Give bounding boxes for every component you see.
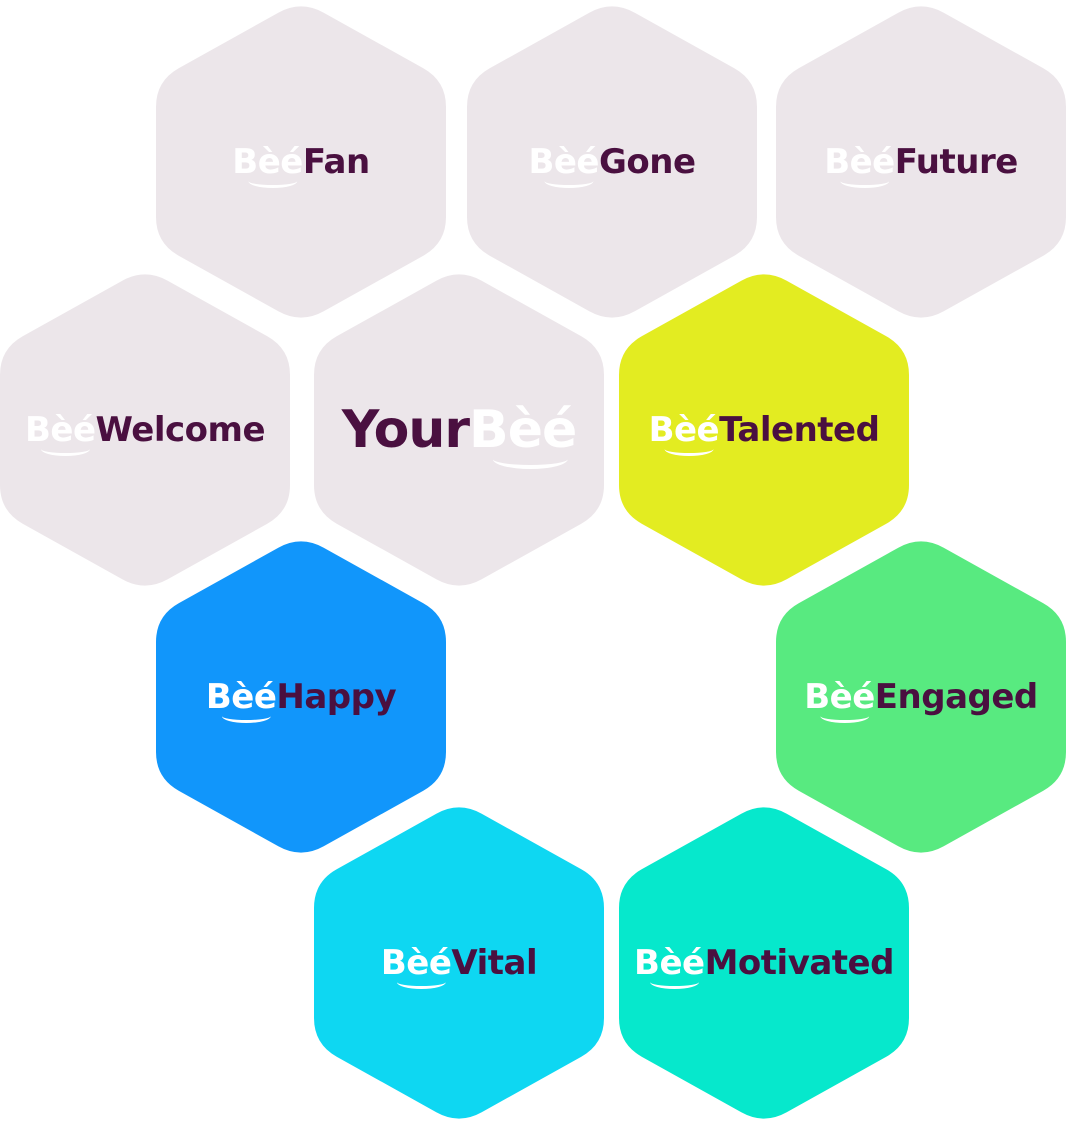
hexagon-label-yourbee: YourBèé: [341, 400, 577, 469]
label-word-talented: Talented: [719, 410, 880, 450]
hexagon-motivated: [619, 807, 909, 1119]
smile-icon: [492, 449, 568, 469]
hexagon-future: [776, 6, 1066, 318]
bee-logotype-talented: Bèé: [649, 413, 720, 456]
smile-icon: [543, 174, 594, 188]
label-word-fan: Fan: [302, 142, 370, 182]
label-word-vital: Vital: [451, 943, 538, 983]
hexagon-talented: [619, 274, 909, 586]
hexagon-happy: [156, 541, 446, 853]
label-word-motivated: Motivated: [704, 943, 895, 983]
smile-icon: [40, 442, 90, 456]
hexagon-gone: [467, 6, 757, 318]
hexagon-vital: [314, 807, 604, 1119]
hexagon-fan: [156, 6, 446, 318]
smile-icon: [396, 975, 446, 989]
label-word-happy: Happy: [276, 677, 397, 717]
bee-logotype-motivated: Bèé: [634, 946, 705, 989]
smile-icon: [247, 174, 298, 188]
bee-logotype-fan: Bèé: [232, 145, 303, 188]
bee-logotype-vital: Bèé: [381, 946, 452, 989]
smile-icon: [819, 709, 870, 723]
smile-icon: [221, 709, 271, 723]
hexagon-welcome: [0, 274, 290, 586]
hexagon-yourbee: [314, 274, 604, 586]
bee-text: Bèé: [469, 400, 577, 460]
label-word-welcome: Welcome: [95, 410, 266, 450]
hexagon-engaged: [776, 541, 1066, 853]
smile-icon: [839, 174, 890, 188]
smile-icon: [649, 975, 699, 989]
bee-logotype-future: Bèé: [824, 145, 895, 188]
label-word-gone: Gone: [599, 142, 696, 182]
label-word-future: Future: [894, 142, 1019, 182]
bee-logotype-engaged: Bèé: [804, 680, 875, 723]
smile-icon: [664, 442, 714, 456]
bee-logotype-gone: Bèé: [528, 145, 600, 188]
bee-logotype-yourbee: Bèé: [469, 404, 577, 469]
bee-logotype-welcome: Bèé: [25, 413, 96, 456]
label-word-engaged: Engaged: [874, 677, 1038, 717]
label-prefix-yourbee: Your: [341, 400, 470, 460]
bee-logotype-happy: Bèé: [206, 680, 277, 723]
